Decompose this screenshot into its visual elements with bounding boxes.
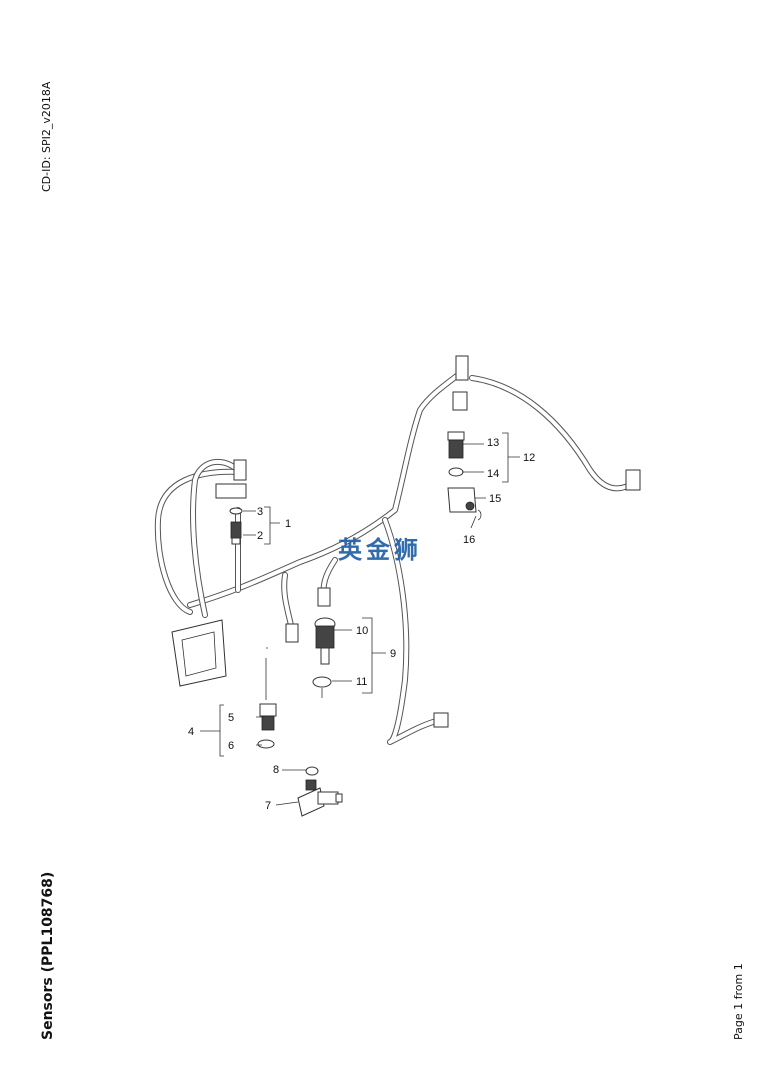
callout-numbers: 1 2 3 4 5 6 7 8 9 10 11 12 13 14 15 16: [188, 437, 535, 812]
o-ring-8: [305, 766, 319, 776]
callout-10: 10: [356, 625, 368, 637]
mounting-bracket: [171, 619, 227, 687]
callout-12: 12: [523, 452, 535, 464]
callout-16: 16: [463, 534, 475, 546]
connector-top2: [455, 355, 469, 381]
o-ring-3: [229, 507, 243, 515]
callout-6: 6: [228, 740, 234, 752]
callout-8: 8: [273, 764, 279, 776]
o-ring-14: [448, 467, 464, 477]
callout-5: 5: [228, 712, 234, 724]
callout-11: 11: [356, 676, 367, 688]
connector-a: [215, 483, 247, 499]
callout-7: 7: [265, 800, 271, 812]
connector-4: [285, 623, 299, 643]
connector-top: [452, 391, 468, 411]
watermark-logo: 英金狮: [338, 536, 422, 564]
sensor-2: [230, 521, 242, 539]
o-ring-11: [312, 676, 332, 688]
callout-1: 1: [285, 518, 291, 530]
connector-9: [317, 587, 331, 607]
callout-13: 13: [487, 437, 499, 449]
o-ring-6: [257, 739, 275, 749]
callout-9: 9: [390, 648, 396, 660]
connector-right: [625, 469, 641, 491]
sensor-5: [259, 703, 277, 717]
connector-bottom: [433, 712, 449, 728]
connector-b: [233, 459, 247, 481]
callout-15: 15: [489, 493, 501, 505]
sensor-13: [448, 439, 464, 459]
callout-3: 3: [257, 506, 263, 518]
callout-2: 2: [257, 530, 263, 542]
callout-leaders: [200, 432, 520, 806]
callout-4: 4: [188, 726, 194, 738]
callout-14: 14: [487, 468, 499, 480]
clip-16: [477, 509, 482, 521]
